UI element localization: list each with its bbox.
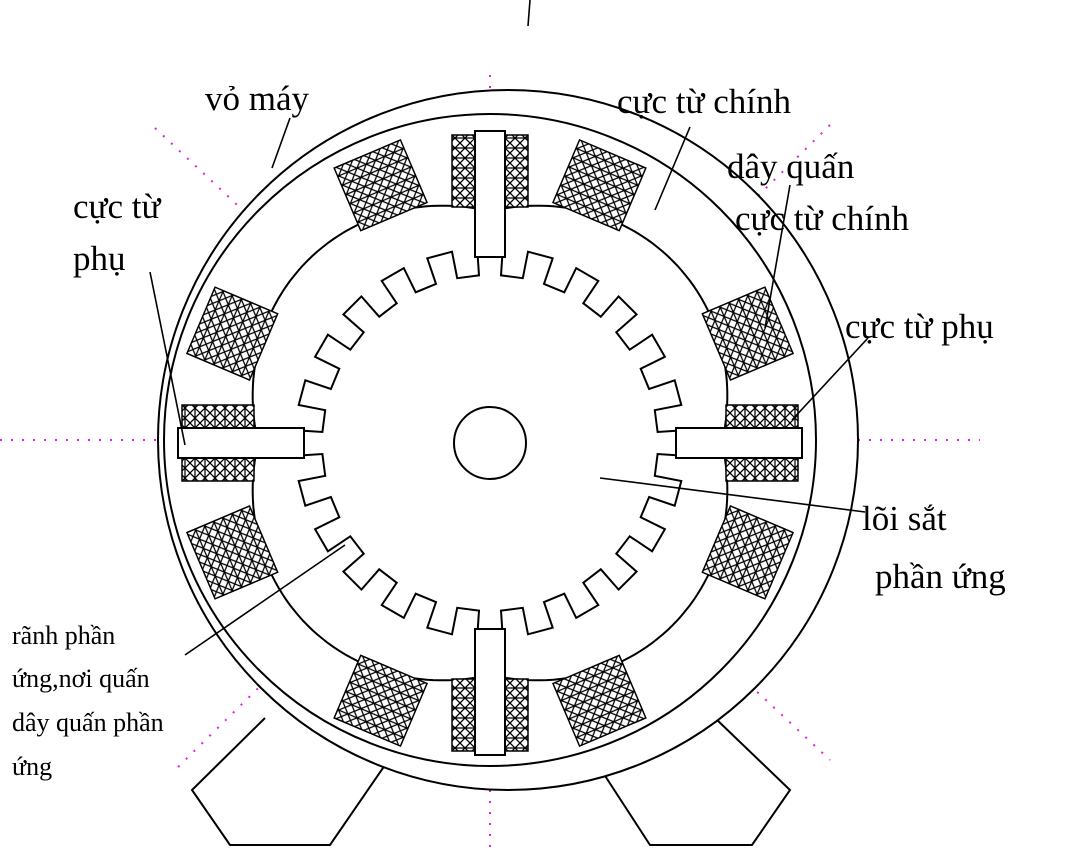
main-pole-winding-4	[701, 504, 795, 600]
leader-armature-core	[599, 477, 866, 513]
main-pole-winding-6	[333, 654, 429, 748]
auxiliary-pole-3	[451, 628, 529, 756]
label-armature-core-1: lõi sắt	[862, 499, 947, 538]
label-armature-core-2: phần ứng	[875, 557, 1006, 596]
label-armature-slot-4: ứng	[12, 752, 52, 781]
label-aux-pole-left-2: phụ	[73, 239, 126, 278]
shaft	[453, 406, 527, 480]
leader-armature-slot	[184, 544, 346, 656]
label-aux-pole-left-1: cực từ	[73, 187, 162, 226]
main-pole-winding-7	[185, 504, 279, 600]
label-armature-slot-1: rãnh phần	[12, 621, 115, 650]
label-aux-pole-right: cực từ phụ	[845, 307, 994, 346]
leader-main-pole	[654, 126, 691, 211]
labels: vỏ máy cực từ chính dây quấn cực từ chín…	[12, 79, 1006, 781]
label-frame: vỏ máy	[205, 79, 310, 118]
leader-main-pole-winding	[764, 184, 791, 329]
leader-top-mark	[527, 0, 531, 27]
leader-aux-pole-left	[149, 271, 186, 446]
auxiliary-pole-2	[675, 404, 803, 482]
right-foot	[597, 717, 792, 846]
auxiliary-pole-1	[451, 130, 529, 258]
label-main-pole-winding-1: dây quấn	[727, 147, 854, 186]
frame-inner-circle	[163, 113, 817, 767]
leader-lines	[149, 0, 869, 656]
left-foot	[190, 717, 386, 846]
label-main-pole-winding-2: cực từ chính	[735, 199, 909, 238]
main-pole-winding-3	[701, 286, 795, 382]
armature-core	[294, 247, 686, 639]
leader-frame	[271, 117, 291, 169]
main-pole-winding-2	[551, 138, 647, 232]
main-pole-winding-8	[185, 286, 279, 382]
label-armature-slot-3: dây quấn phần	[12, 708, 164, 737]
main-pole-winding-5	[551, 654, 647, 748]
leader-aux-pole-right	[791, 337, 869, 421]
mounting-feet	[190, 717, 792, 846]
auxiliary-pole-4	[177, 404, 305, 482]
poles	[177, 130, 803, 756]
main-pole-winding-1	[333, 138, 429, 232]
label-main-pole: cực từ chính	[617, 82, 791, 121]
label-armature-slot-2: ứng,nơi quấn	[12, 664, 150, 693]
